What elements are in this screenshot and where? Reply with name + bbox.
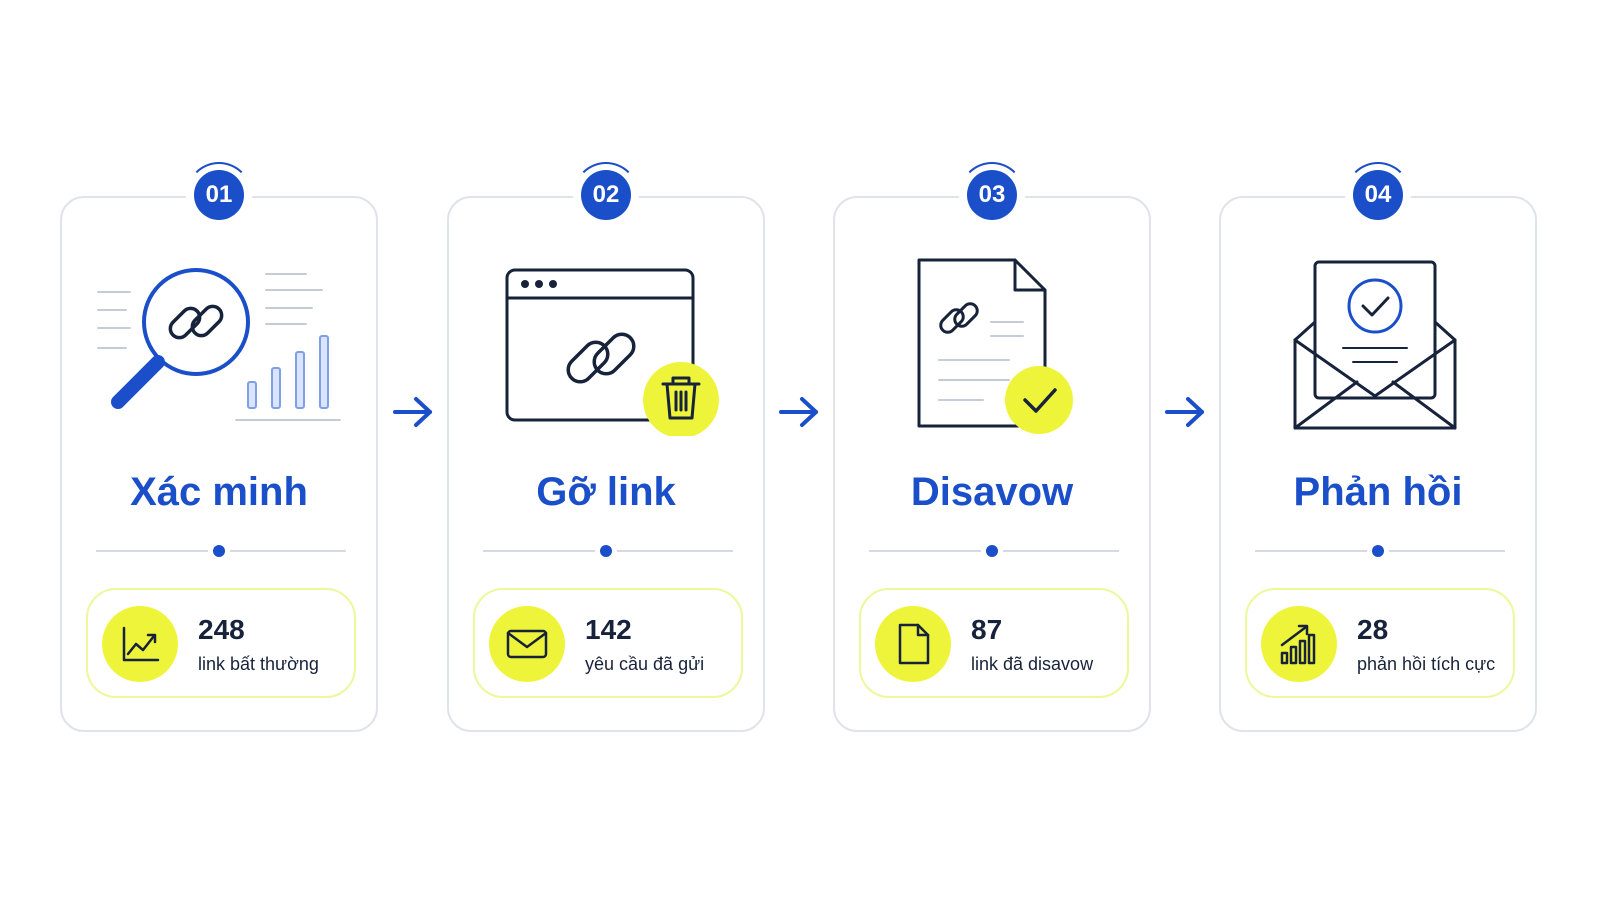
- stat-value: 87: [971, 614, 1003, 645]
- step-title: Disavow: [910, 470, 1074, 514]
- stat-box: 28 phản hồi tích cực: [1245, 588, 1515, 698]
- step-card-1: 01 Xác minh 248 link b: [60, 162, 378, 732]
- step-card-3: 03 Disavow 87 link đã disavow: [833, 162, 1151, 732]
- step-badge: 02: [573, 162, 639, 228]
- divider-dot: [1372, 545, 1384, 557]
- step-badge: 04: [1345, 162, 1411, 228]
- browser-link-trash-icon: [505, 268, 719, 436]
- stat-value: 142: [585, 614, 632, 645]
- stat-label: link đã disavow: [971, 654, 1094, 674]
- stat-value: 28: [1357, 614, 1389, 645]
- step-title: Phản hồi: [1293, 470, 1463, 514]
- magnifier-link-chart-icon: [97, 268, 341, 421]
- step-card-2: 02 Gỡ link 142 yêu cầu đã gửi: [447, 162, 765, 732]
- stat-label: link bất thường: [198, 654, 319, 674]
- stat-value: 248: [198, 614, 245, 645]
- arrow-right-icon: [779, 397, 818, 427]
- stat-box: 248 link bất thường: [86, 588, 356, 698]
- arrow-right-icon: [1165, 397, 1204, 427]
- step-title: Xác minh: [130, 470, 308, 514]
- growth-bars-icon: [1261, 606, 1337, 682]
- step-badge: 01: [186, 162, 252, 228]
- arrow-right-icon: [393, 397, 432, 427]
- document-link-check-icon: [917, 258, 1073, 434]
- stat-box: 87 link đã disavow: [859, 588, 1129, 698]
- document-icon: [875, 606, 951, 682]
- stat-box: 142 yêu cầu đã gửi: [473, 588, 743, 698]
- stat-label: yêu cầu đã gửi: [585, 654, 705, 674]
- envelope-icon: [489, 606, 565, 682]
- step-title: Gỡ link: [536, 470, 676, 514]
- divider-dot: [600, 545, 612, 557]
- step-badge: 03: [959, 162, 1025, 228]
- envelope-check-letter-icon: [1293, 260, 1457, 430]
- stat-label: phản hồi tích cực: [1357, 654, 1496, 674]
- step-card-4: 04 Phản hồi 28 phản hồi tích cực: [1219, 162, 1537, 732]
- divider-dot: [986, 545, 998, 557]
- divider-dot: [213, 545, 225, 557]
- trend-chart-icon: [102, 606, 178, 682]
